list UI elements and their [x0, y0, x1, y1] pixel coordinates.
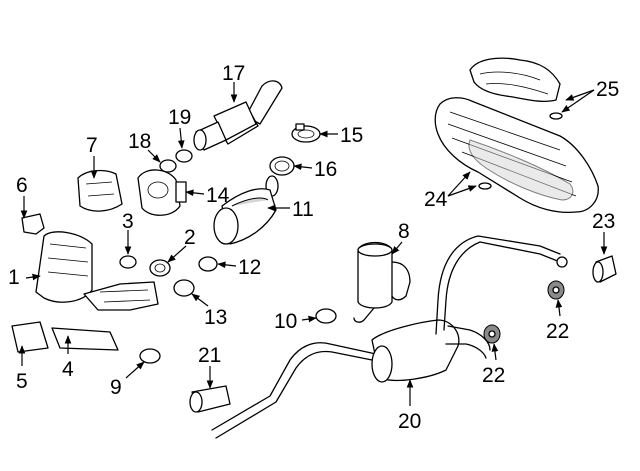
callout-4: 4 — [62, 358, 74, 381]
callout-6: 6 — [16, 174, 28, 197]
callout-numbers: 1 2 3 4 5 6 7 8 9 10 11 12 13 14 15 16 1… — [8, 62, 619, 433]
callout-23: 23 — [592, 210, 615, 233]
ring-18 — [159, 159, 177, 173]
manifold-catalyst — [35, 231, 159, 311]
callout-7: 7 — [86, 134, 98, 157]
heat-cover — [77, 169, 123, 212]
gasket-13 — [173, 279, 195, 297]
resonator-8 — [353, 241, 411, 323]
clamp-12 — [198, 256, 218, 272]
ring-19 — [175, 149, 193, 163]
muffler-tailpipe — [211, 235, 568, 439]
callout-22-left: 22 — [482, 364, 505, 387]
callout-20: 20 — [398, 410, 421, 433]
bracket-6 — [21, 213, 45, 235]
manifold-gasket-4 — [51, 327, 119, 351]
callout-15: 15 — [340, 124, 363, 147]
callout-13: 13 — [204, 306, 227, 329]
callout-5: 5 — [16, 370, 28, 393]
sleeve-21 — [189, 385, 231, 413]
callout-3: 3 — [122, 210, 134, 233]
turbo-housing — [137, 169, 187, 216]
callout-18: 18 — [128, 130, 151, 153]
callout-21: 21 — [198, 344, 221, 367]
ring-3 — [119, 255, 137, 269]
callout-8: 8 — [398, 220, 410, 243]
callout-19: 19 — [168, 106, 191, 129]
callout-24: 24 — [424, 188, 448, 211]
callout-1: 1 — [8, 266, 20, 289]
exhaust-tip-23 — [592, 255, 617, 283]
clamp-15 — [291, 123, 321, 143]
clamp-9 — [139, 348, 161, 364]
callout-12: 12 — [238, 256, 261, 279]
callout-16: 16 — [314, 158, 337, 181]
hanger-22-right — [547, 280, 565, 300]
callout-10: 10 — [274, 310, 297, 333]
lower-heat-shield — [434, 97, 599, 214]
callout-25: 25 — [596, 78, 619, 101]
callout-17: 17 — [222, 62, 245, 85]
clamp-2 — [149, 259, 171, 277]
bracket-5 — [11, 321, 49, 353]
callout-22-right: 22 — [546, 320, 569, 343]
hanger-22-left — [483, 324, 501, 344]
front-pipe-converter — [193, 80, 283, 151]
callout-2: 2 — [184, 226, 196, 249]
leader-lines — [18, 82, 608, 406]
gasket-16-inner — [274, 160, 290, 172]
catalytic-converter — [213, 175, 279, 245]
clamp-10 — [315, 308, 337, 324]
upper-heat-shield — [469, 57, 563, 120]
callout-14: 14 — [206, 184, 230, 207]
callout-9: 9 — [110, 376, 122, 399]
gasket-16 — [269, 156, 295, 176]
callout-11: 11 — [292, 198, 314, 221]
